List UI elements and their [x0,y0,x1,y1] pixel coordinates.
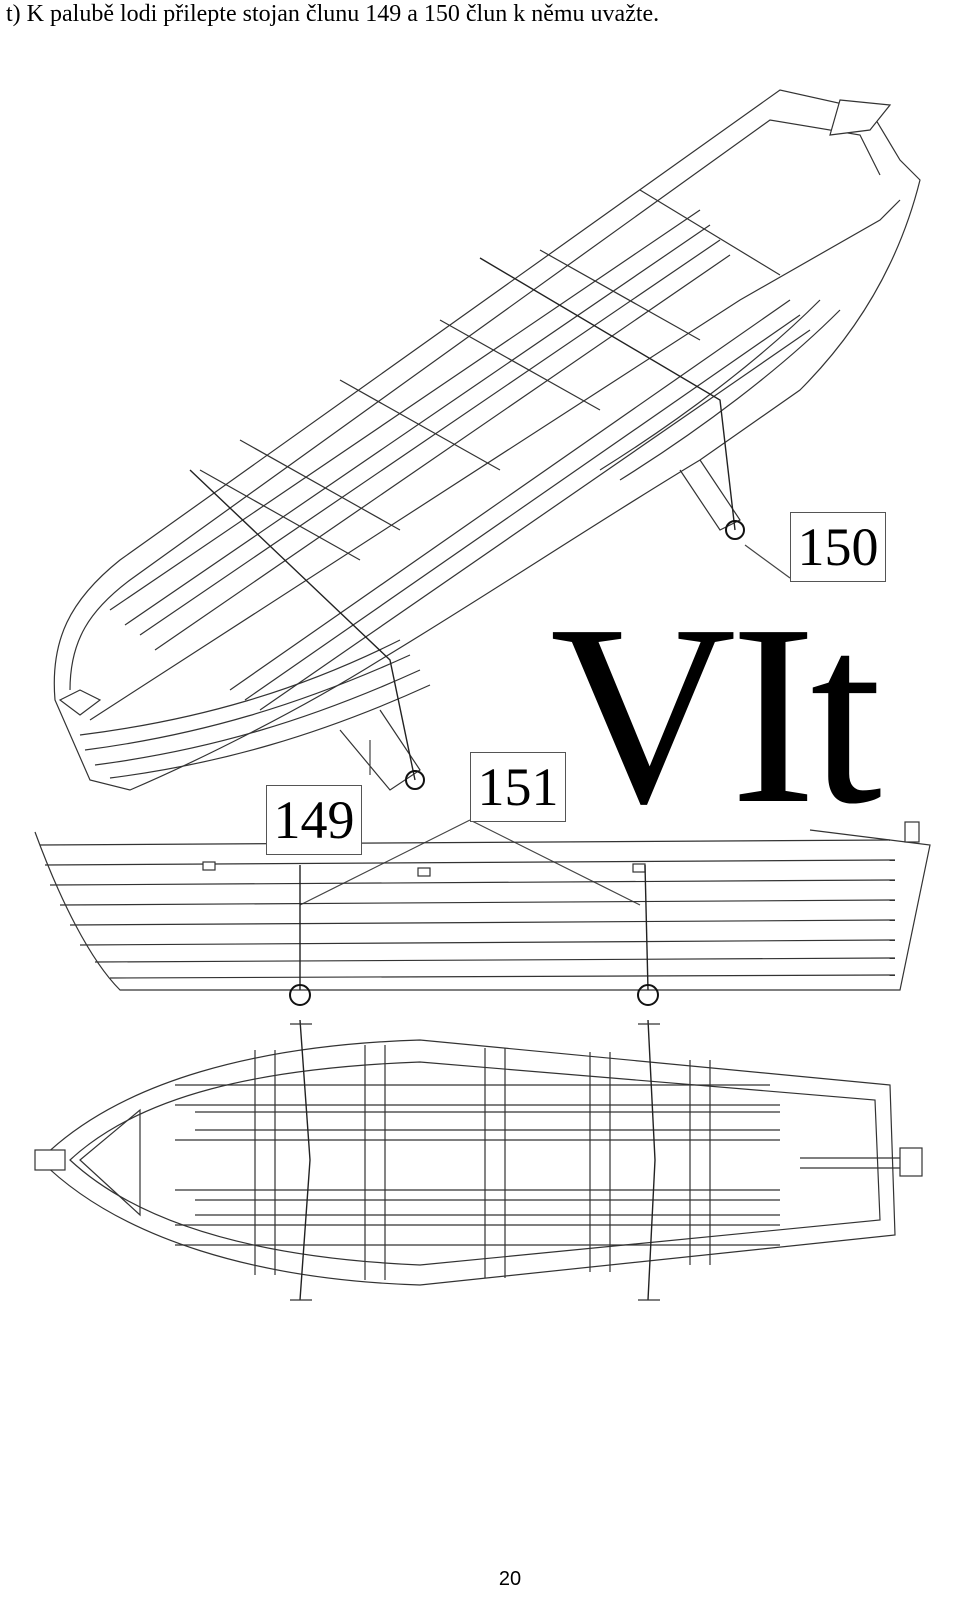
part-label-150: 150 [790,512,886,582]
page-number: 20 [498,1568,522,1590]
side-view-boat [34,821,931,991]
instruction-text: t) K palubě lodi přilepte stojan člunu 1… [6,1,660,27]
part-label-149: 149 [266,785,362,855]
perspective-boat [53,89,921,791]
lashing-ropes [189,257,736,781]
top-view-boat [34,1039,923,1286]
step-code: VIt [550,571,882,857]
part-label-151: 151 [470,752,566,822]
